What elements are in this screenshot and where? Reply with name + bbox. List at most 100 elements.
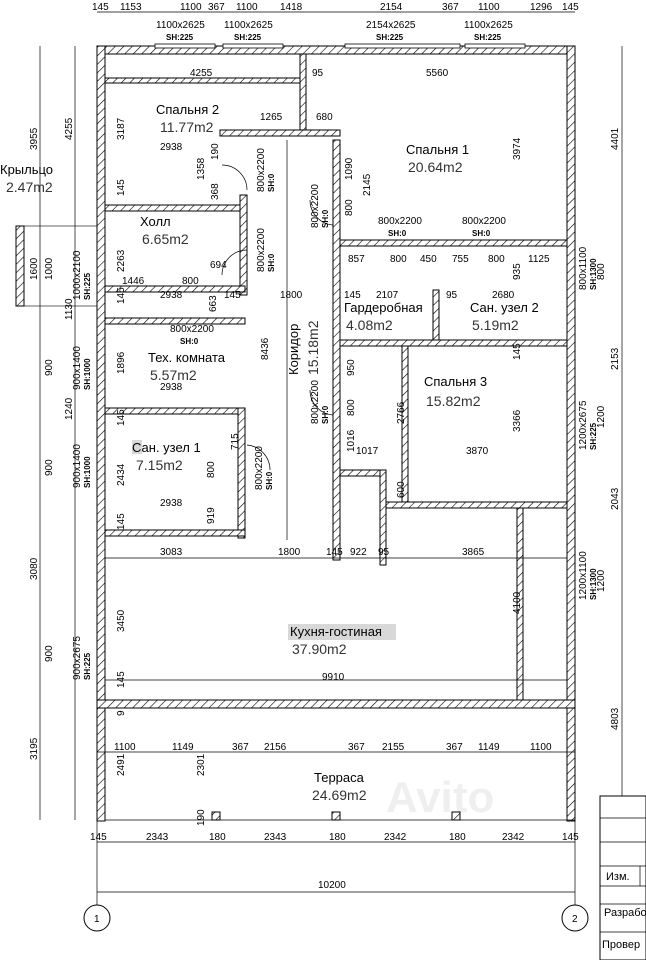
dim-right-inner-0: 800	[596, 263, 607, 280]
idim-56: 145	[326, 547, 343, 558]
side-window-6-size: 1200x2675	[578, 400, 589, 450]
room-name-bathroom-2: Сан. узел 2	[470, 300, 539, 315]
dim-top-8: 1100	[478, 2, 500, 13]
dim-right-2: 2043	[610, 487, 621, 510]
idim-7: 1358	[196, 157, 207, 180]
door-8-sh: SH:0	[265, 471, 274, 490]
idim-5: 680	[316, 112, 333, 123]
idim-9: 368	[210, 183, 221, 200]
idim-64: 9	[116, 710, 127, 716]
axis-2-marker	[561, 904, 589, 932]
dim-top-4: 1100	[236, 2, 258, 13]
idim-20: 1125	[528, 254, 550, 265]
dim-right-inner-1: 1200	[596, 405, 607, 428]
idim-43: 1017	[356, 446, 379, 457]
dim-top-3: 367	[208, 2, 225, 13]
door-2-size: 800x2200	[256, 228, 267, 272]
room-name-bathroom-1: Сан. узел 1	[132, 440, 201, 455]
dim-right-0: 4401	[610, 127, 621, 150]
dim-left-inner-1: 1000	[44, 257, 55, 280]
watermark: Avito	[386, 773, 494, 822]
window-top-4-sh: SH:225	[474, 33, 502, 42]
room-area-bedroom-1: 20.64m2	[408, 159, 463, 175]
idim-8: 190	[210, 143, 221, 160]
dim-left-2: 1130	[64, 298, 75, 320]
idim-4: 1265	[260, 112, 283, 123]
idim-40: 2766	[396, 401, 407, 424]
room-area-hall: 6.65m2	[142, 231, 189, 247]
idim-36: 1896	[116, 351, 127, 374]
interior-walls	[104, 53, 568, 701]
highlight-mark-bathroom-1	[132, 440, 142, 454]
idim-19: 800	[488, 254, 505, 265]
room-name-porch: Крыльцо	[0, 162, 53, 177]
right-dimensions: 4401 2153 2043 4803 800 1200 1200 800x11…	[578, 46, 623, 820]
side-window-6-sh: SH:225	[589, 422, 598, 450]
window-top-1-sh: SH:225	[166, 33, 194, 42]
idim-55: 1800	[278, 547, 301, 558]
dim-left-inner-0: 1600	[29, 257, 40, 280]
window-top-4-size: 1100x2625	[464, 20, 513, 31]
terrace-dim-4: 367	[348, 742, 365, 753]
room-area-corridor: 15.18m2	[305, 320, 321, 375]
idim-48: 145	[116, 409, 127, 426]
terrace-dimensions: 1100 1149 367 2156 367 2155 367 1149 110…	[97, 742, 575, 821]
dim-top-0: 145	[92, 2, 109, 13]
door-3-size: 800x2200	[170, 324, 214, 335]
idim-41: 3366	[512, 409, 523, 432]
room-labels: Спальня 2 11.77m2 Спальня 1 20.64m2 Холл…	[132, 102, 539, 803]
dim-top-7: 367	[442, 2, 459, 13]
idim-26: 2938	[160, 290, 183, 301]
idim-28: 145	[224, 290, 241, 301]
idim-50: 600	[396, 481, 407, 498]
interior-dimensions: 4255 95 5560 3187 1265 680 2938 1358 190…	[116, 68, 550, 826]
idim-12: 3974	[512, 137, 523, 160]
idim-44: 3870	[466, 446, 489, 457]
room-name-bedroom-1: Спальня 1	[406, 142, 469, 157]
door-5-size: 800x2200	[378, 216, 422, 227]
terrace-dim-1: 1149	[172, 742, 194, 753]
doors: 800x2200 SH:0 800x2200 SH:0 800x2200 SH:…	[170, 148, 506, 490]
room-area-porch: 2.47m2	[6, 179, 53, 195]
room-name-bedroom-3: Спальня 3	[424, 374, 487, 389]
idim-61: 3450	[116, 609, 127, 632]
idim-17: 450	[420, 254, 437, 265]
room-area-bathroom-2: 5.19m2	[472, 317, 519, 333]
idim-3: 3187	[116, 117, 127, 140]
dim-right-3: 4803	[610, 707, 621, 730]
dim-left-inner-2: 900	[44, 359, 55, 376]
window-top-3-sh: SH:225	[376, 33, 404, 42]
window-top-1-size: 1100x2625	[156, 20, 205, 31]
room-area-wardrobe: 4.08m2	[346, 317, 393, 333]
terrace-dim-8: 1100	[530, 742, 552, 753]
title-block-checked: Провер	[602, 939, 640, 951]
idim-10: 1090	[344, 157, 355, 180]
idim-66: 2301	[196, 753, 207, 776]
dim-right-1: 2153	[610, 347, 621, 370]
room-area-bedroom-2: 11.77m2	[160, 119, 214, 135]
idim-47: 1016	[346, 429, 357, 452]
dim-top-6: 2154	[380, 2, 403, 13]
idim-6: 2938	[160, 142, 183, 153]
idim-29: 1800	[280, 290, 303, 301]
room-name-bedroom-2: Спальня 2	[156, 102, 219, 117]
idim-15: 857	[348, 254, 365, 265]
side-window-7-sh: SH:1300	[589, 568, 598, 600]
door-1-sh: SH:0	[267, 173, 276, 192]
terrace-dim-7: 1149	[478, 742, 500, 753]
door-4-sh: SH:0	[321, 209, 330, 228]
dim-left-4: 3080	[29, 557, 40, 580]
side-window-2-sh: SH:1000	[83, 358, 92, 390]
side-window-3-sh: SH:1000	[83, 456, 92, 488]
idim-62: 9910	[322, 672, 345, 683]
idim-1: 95	[312, 68, 324, 79]
idim-33: 2680	[492, 290, 515, 301]
idim-30: 145	[344, 290, 361, 301]
bottom-dim-0: 145	[90, 832, 107, 843]
dim-left-1: 4255	[64, 117, 75, 140]
room-name-tech-room: Тех. комната	[148, 350, 226, 365]
door-1-size: 800x2200	[256, 148, 267, 192]
idim-2: 5560	[426, 68, 449, 79]
idim-25: 1446	[122, 276, 145, 287]
